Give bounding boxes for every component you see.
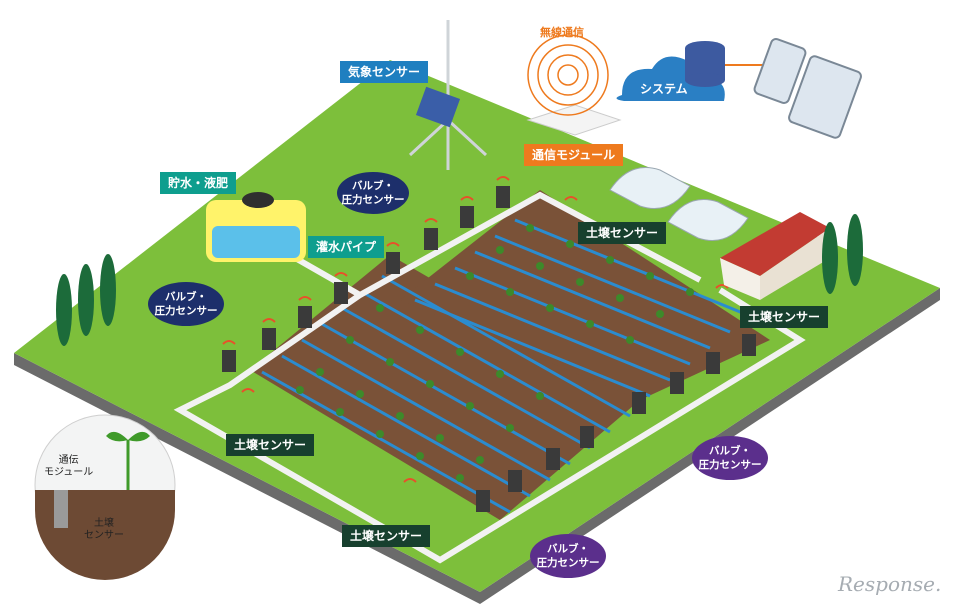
comm-module-label: 通信モジュール	[524, 144, 624, 166]
drip-lines-left	[261, 274, 631, 514]
valve-sensor-badge-4: バルブ・圧力センサー	[530, 534, 606, 578]
trees	[56, 214, 863, 346]
smartphone-icon	[753, 38, 807, 104]
database-icon	[685, 41, 725, 87]
irrigation-pipe-label: 灌水パイプ	[308, 236, 385, 258]
valve-sensor-badge-3: バルブ・圧力センサー	[692, 436, 768, 480]
crop-plants	[296, 224, 694, 482]
valve-sensor-badge-1: バルブ・圧力センサー	[337, 172, 409, 214]
solar-panel	[415, 86, 461, 128]
drip-lines-right	[414, 218, 751, 398]
signal-icons	[222, 176, 729, 483]
valve-units	[222, 186, 756, 512]
comm-module-box	[526, 104, 622, 136]
wireless-label: 無線通信	[540, 26, 584, 39]
inset-detail	[34, 414, 176, 580]
wireless-rings	[527, 34, 609, 116]
soil-sensor-label-4: 土壌センサー	[342, 525, 431, 547]
inset-sensor-label: 土壌 センサー	[84, 518, 124, 541]
watermark: Response.	[838, 572, 942, 596]
storage-tank	[206, 192, 306, 262]
inset-module-label: 通伝 モジュール	[44, 455, 94, 478]
soil-sensor-label-1: 土壌センサー	[578, 222, 667, 244]
greenhouses	[609, 167, 749, 241]
valve-sensor-badge-2: バルブ・圧力センサー	[148, 282, 224, 326]
field-right	[400, 190, 770, 400]
soil-sensor-label-3: 土壌センサー	[226, 434, 315, 456]
field-left	[250, 255, 640, 520]
barn	[720, 212, 830, 300]
storage-label: 貯水・液肥	[160, 172, 237, 194]
system-label: システム	[640, 82, 688, 96]
main-pipe	[173, 191, 806, 564]
soil-sensor-label-2: 土壌センサー	[740, 306, 829, 328]
weather-sensor-label: 気象センサー	[340, 61, 429, 83]
tablet-icon	[788, 55, 862, 139]
